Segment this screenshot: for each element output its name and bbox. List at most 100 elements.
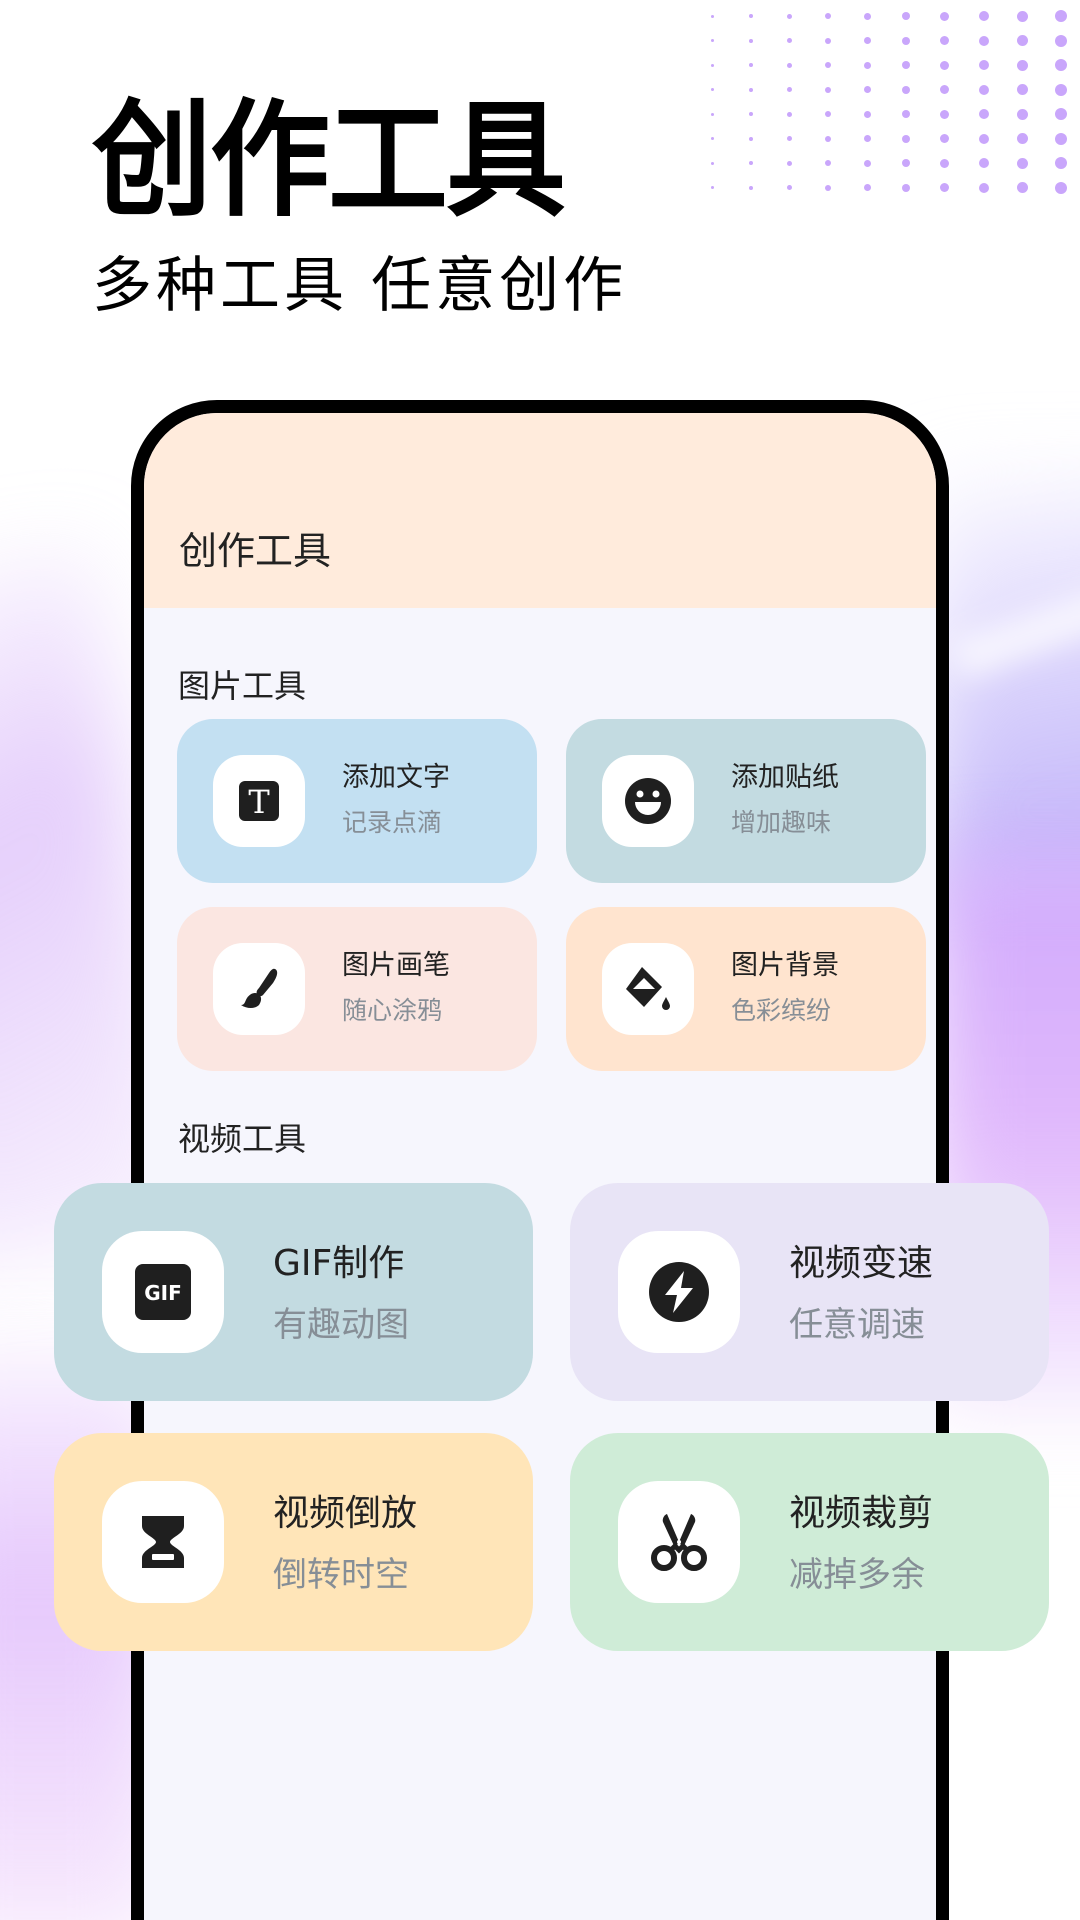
decorative-dot — [863, 61, 871, 69]
icon-container — [618, 1231, 740, 1353]
icon-container — [602, 943, 694, 1035]
tool-title: 图片画笔 — [342, 950, 450, 981]
decorative-dot — [1016, 10, 1028, 22]
tool-subtitle: 随心涂鸦 — [342, 996, 443, 1025]
decorative-dot — [825, 111, 832, 117]
decorative-dot — [748, 161, 753, 165]
decorative-dot — [863, 37, 871, 44]
decorative-dot — [978, 11, 989, 21]
decorative-dot — [863, 12, 871, 20]
tool-title: 添加贴纸 — [731, 762, 839, 793]
decorative-dot — [748, 185, 753, 190]
icon-container: T — [213, 755, 305, 847]
decorative-dot — [710, 14, 714, 18]
tool-card-video-trim[interactable]: 视频裁剪 减掉多余 — [570, 1433, 1049, 1651]
decorative-dot — [863, 159, 871, 167]
decorative-dot — [863, 110, 871, 118]
decorative-dot — [1055, 181, 1068, 194]
background-blob-right — [930, 480, 1080, 900]
decorative-dot — [863, 86, 871, 93]
section-label-image-tools: 图片工具 — [178, 667, 307, 705]
decorative-dot — [825, 184, 832, 191]
tool-title: 视频变速 — [789, 1243, 934, 1284]
decorative-dot — [902, 159, 910, 167]
decorative-dot — [1016, 133, 1028, 144]
decorative-dot — [710, 137, 714, 140]
decorative-dot — [1055, 34, 1068, 47]
decorative-dot — [1055, 10, 1068, 22]
decorative-dot — [825, 13, 832, 19]
decorative-dot — [825, 37, 832, 44]
decorative-dot — [710, 161, 714, 165]
tool-subtitle: 有趣动图 — [273, 1305, 409, 1345]
decorative-dot — [1055, 59, 1068, 71]
tool-subtitle: 倒转时空 — [273, 1555, 409, 1595]
decorative-dot — [902, 12, 910, 20]
decorative-dot — [787, 185, 793, 190]
decorative-dot — [902, 134, 910, 143]
tool-card-add-sticker[interactable]: 添加贴纸 增加趣味 — [566, 719, 926, 883]
tool-card-image-background[interactable]: 图片背景 色彩缤纷 — [566, 907, 926, 1071]
decorative-dot — [787, 62, 793, 68]
decorative-dot — [902, 36, 910, 45]
tool-subtitle: 增加趣味 — [731, 808, 832, 837]
text-icon: T — [237, 779, 281, 823]
decorative-dot — [1016, 182, 1028, 193]
decorative-dot — [940, 109, 950, 119]
tool-subtitle: 记录点滴 — [342, 808, 443, 837]
speed-bolt-icon — [648, 1261, 710, 1323]
decorative-dot — [1016, 59, 1028, 71]
decorative-dot — [1016, 108, 1028, 120]
smiley-sticker-icon — [624, 777, 672, 825]
tool-title: 图片背景 — [731, 950, 839, 981]
tool-card-video-reverse[interactable]: 视频倒放 倒转时空 — [54, 1433, 533, 1651]
decorative-dot — [710, 186, 714, 189]
tool-title: 添加文字 — [342, 762, 450, 793]
decorative-dot — [863, 184, 871, 191]
decorative-dot — [787, 38, 793, 43]
tool-card-add-text[interactable]: T 添加文字 记录点滴 — [177, 719, 537, 883]
svg-text:T: T — [248, 783, 270, 821]
decorative-dot — [940, 85, 950, 94]
decorative-dot — [710, 39, 714, 42]
tool-card-image-brush[interactable]: 图片画笔 随心涂鸦 — [177, 907, 537, 1071]
decorative-dot — [748, 63, 753, 67]
decorative-dot — [1016, 35, 1028, 46]
tool-card-gif-maker[interactable]: GIF GIF制作 有趣动图 — [54, 1183, 533, 1401]
decorative-dot — [1055, 132, 1068, 145]
app-title: 创作工具 — [179, 529, 332, 573]
decorative-dot — [940, 60, 950, 70]
decorative-dot — [863, 135, 871, 142]
decorative-dot — [902, 110, 910, 118]
section-label-video-tools: 视频工具 — [178, 1120, 307, 1158]
decorative-dot — [1016, 84, 1028, 95]
decorative-dot — [940, 11, 950, 21]
icon-container — [102, 1481, 224, 1603]
icon-container: GIF — [102, 1231, 224, 1353]
decorative-dot — [710, 63, 714, 67]
decorative-dot — [748, 38, 753, 43]
decorative-dot — [1055, 83, 1068, 96]
decorative-dot — [978, 84, 989, 95]
gif-icon: GIF — [135, 1264, 191, 1320]
scissors-icon — [649, 1512, 709, 1572]
decorative-dot — [978, 182, 989, 193]
decorative-dot-grid — [0, 0, 1080, 200]
decorative-dot — [825, 160, 832, 166]
decorative-dot — [978, 109, 989, 119]
decorative-dot — [1055, 108, 1068, 120]
decorative-dot — [787, 87, 793, 92]
tool-title: 视频裁剪 — [789, 1493, 934, 1534]
decorative-dot — [978, 35, 989, 46]
decorative-dot — [940, 134, 950, 143]
paintbrush-icon — [235, 965, 283, 1013]
icon-container — [213, 943, 305, 1035]
decorative-dot — [748, 112, 753, 116]
tool-title: GIF制作 — [273, 1243, 405, 1284]
decorative-dot — [940, 183, 950, 192]
decorative-dot — [748, 14, 753, 18]
decorative-dot — [825, 86, 832, 93]
tool-card-video-speed[interactable]: 视频变速 任意调速 — [570, 1183, 1049, 1401]
decorative-dot — [787, 136, 793, 141]
hourglass-icon — [140, 1514, 186, 1570]
